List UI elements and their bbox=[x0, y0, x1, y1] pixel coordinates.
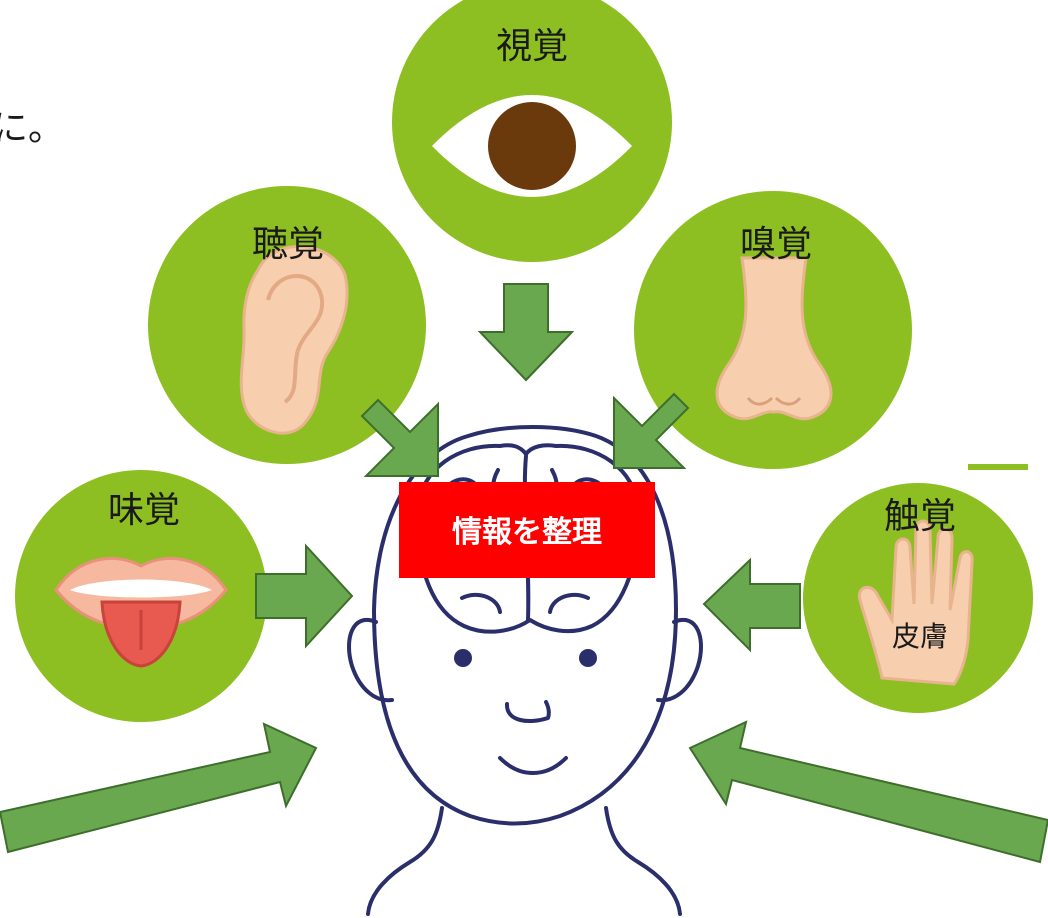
hearing-node: 聴覚 bbox=[148, 186, 426, 464]
taste-label: 味覚 bbox=[108, 490, 180, 531]
touch-label: 触覚 bbox=[884, 496, 956, 537]
center-label: 情報を整理 bbox=[452, 515, 602, 550]
touch-node: 触覚 皮膚 bbox=[803, 483, 1033, 713]
center-label-box: 情報を整理 bbox=[399, 482, 655, 578]
arrow-smell bbox=[613, 392, 690, 469]
arrows bbox=[0, 283, 1048, 864]
arrow-bottom-left bbox=[0, 722, 318, 854]
arrow-bottom-right bbox=[688, 720, 1048, 864]
arrow-sight bbox=[477, 283, 575, 382]
hearing-label: 聴覚 bbox=[252, 224, 324, 265]
ear-icon bbox=[239, 245, 349, 435]
edge-sliver bbox=[968, 464, 1028, 470]
taste-node: 味覚 bbox=[15, 470, 267, 722]
sight-label: 視覚 bbox=[496, 26, 568, 67]
arrow-hearing bbox=[360, 398, 439, 477]
hand-icon bbox=[857, 519, 974, 686]
smell-node: 嗅覚 bbox=[634, 191, 912, 469]
sight-node: 視覚 bbox=[392, 0, 672, 262]
arrow-touch bbox=[702, 557, 801, 653]
nose-icon bbox=[715, 256, 833, 421]
corner-text: に。 bbox=[0, 108, 64, 149]
arrow-taste bbox=[255, 543, 354, 649]
mouth-icon bbox=[54, 556, 228, 668]
eye-icon bbox=[432, 95, 632, 197]
smell-label: 嗅覚 bbox=[740, 224, 812, 265]
skin-label: 皮膚 bbox=[892, 620, 948, 653]
